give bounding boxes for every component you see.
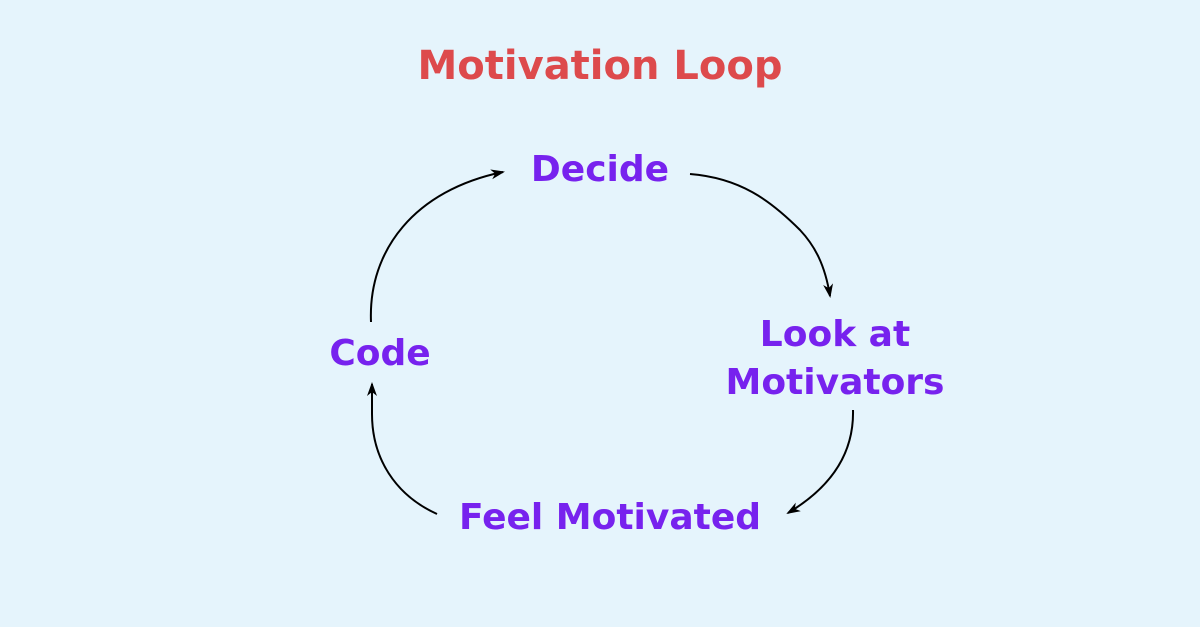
arrow-feel-to-code: [367, 382, 438, 515]
diagram-title: Motivation Loop: [417, 43, 783, 89]
node-feel-motivated: Feel Motivated: [430, 494, 790, 542]
node-decide-label: Decide: [530, 149, 670, 190]
node-decide: Decide: [500, 146, 700, 194]
node-code-label: Code: [329, 333, 431, 374]
arrow-decide-to-look: [689, 173, 834, 298]
arrow-look-to-feel: [786, 409, 855, 515]
node-look-label-line-2: Motivators: [725, 362, 945, 403]
node-look-label-line-1: Look at: [759, 314, 911, 355]
node-look-at-motivators: Look at Motivators: [700, 311, 970, 407]
node-code: Code: [300, 330, 460, 378]
arrow-code-to-decide: [369, 169, 505, 323]
node-feel-label: Feel Motivated: [458, 497, 762, 538]
